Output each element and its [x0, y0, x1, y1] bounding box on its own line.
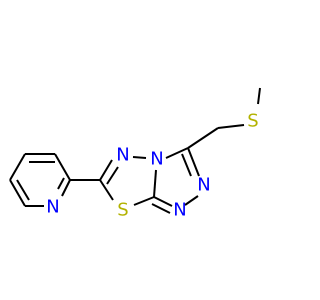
bond-pyr-n-c2-double [57, 177, 65, 190]
bond-pyr-c5-c6 [9, 179, 26, 207]
bond-pyr-n-c2 [61, 179, 71, 197]
bond-pyr-c4-c5 [9, 153, 26, 181]
bond-s-ch2 [217, 124, 245, 129]
atom-n-thiadiazole: N [116, 145, 129, 166]
atom-s-ring: S [117, 200, 128, 221]
bond-c3-n-triazole-a-double [181, 153, 192, 177]
atom-label-layer: S S N N N N N [46, 111, 258, 221]
bond-s-ring-c7a [133, 196, 155, 206]
bond-n-bridgehead-c3 [165, 147, 189, 159]
atom-n-pyridine: N [46, 197, 59, 218]
atom-n-triazole-a: N [197, 175, 210, 196]
bond-ch2-c3 [187, 127, 219, 149]
bond-pyr-c2-c3 [54, 153, 71, 181]
molecule-canvas: S S N N N N N [9, 87, 261, 221]
bond-n-triazole-b-c7a [153, 196, 173, 207]
bond-c7a-n-bridgehead [153, 169, 157, 198]
bond-c3-n-triazole-a [187, 147, 200, 177]
bond-n-triazole-a-n-triazole-b [184, 195, 199, 206]
bond-pyr-c5-c6-double [16, 179, 30, 201]
bond-c6-s-ring [99, 179, 114, 201]
bond-n-thiadiazole-c6-double [106, 166, 119, 185]
bond-n-thiadiazole-c6 [99, 159, 113, 181]
bond-n-triazole-b-c7a-double [151, 203, 171, 214]
atom-n-bridgehead: N [150, 149, 163, 170]
atom-n-triazole-b: N [173, 200, 186, 221]
molecule-structure: S S N N N N N [9, 87, 261, 221]
atom-s-thioether: S [247, 111, 258, 132]
bond-methyl-s [257, 87, 261, 105]
bond-layer [9, 87, 261, 214]
bond-n-bridgehead-n-thiadiazole [132, 156, 147, 159]
